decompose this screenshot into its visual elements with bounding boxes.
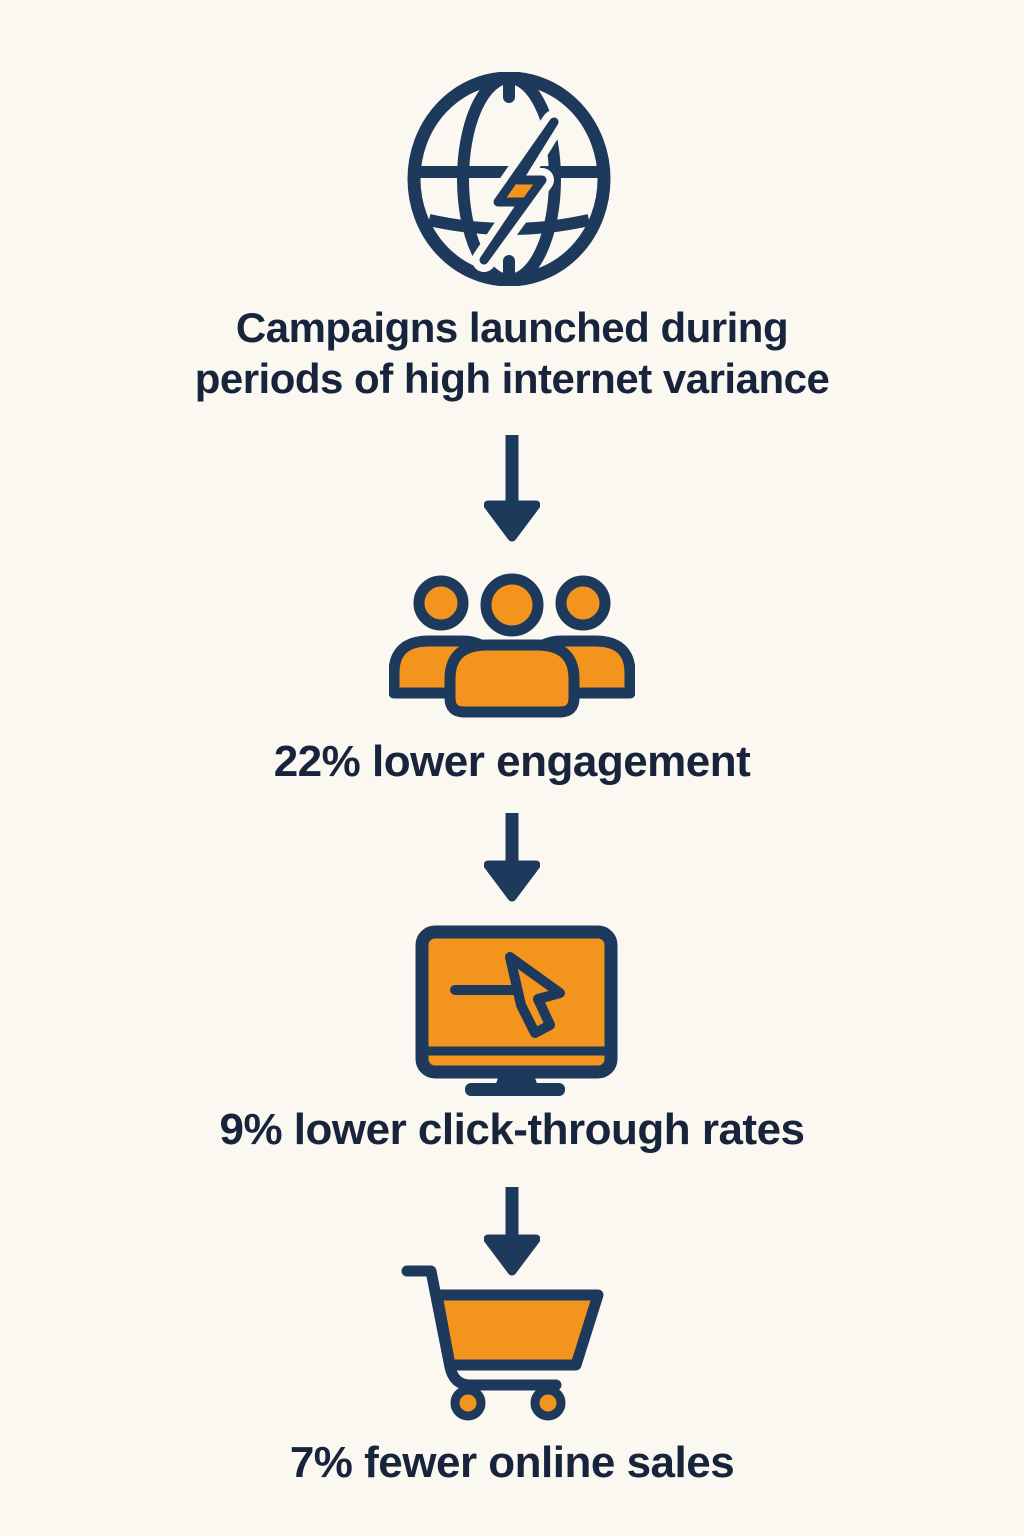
globe-lightning-icon <box>407 72 611 286</box>
step-label-cause-line2: periods of high internet variance <box>194 355 830 402</box>
people-icon <box>389 573 635 718</box>
shopping-cart-icon <box>401 1265 604 1421</box>
step-label-online-sales: 7% fewer online sales <box>289 1438 735 1487</box>
monitor-cursor-icon <box>415 925 618 1096</box>
down-arrow-icon <box>484 435 540 542</box>
step-label-engagement: 22% lower engagement <box>273 737 751 786</box>
down-arrow-icon <box>484 1187 540 1276</box>
down-arrow-icon <box>484 813 540 902</box>
step-label-cause-line1: Campaigns launched during <box>235 304 789 351</box>
step-label-click-through: 9% lower click-through rates <box>219 1105 805 1154</box>
step-label-cause: Campaigns launched during periods of hig… <box>0 302 1024 404</box>
